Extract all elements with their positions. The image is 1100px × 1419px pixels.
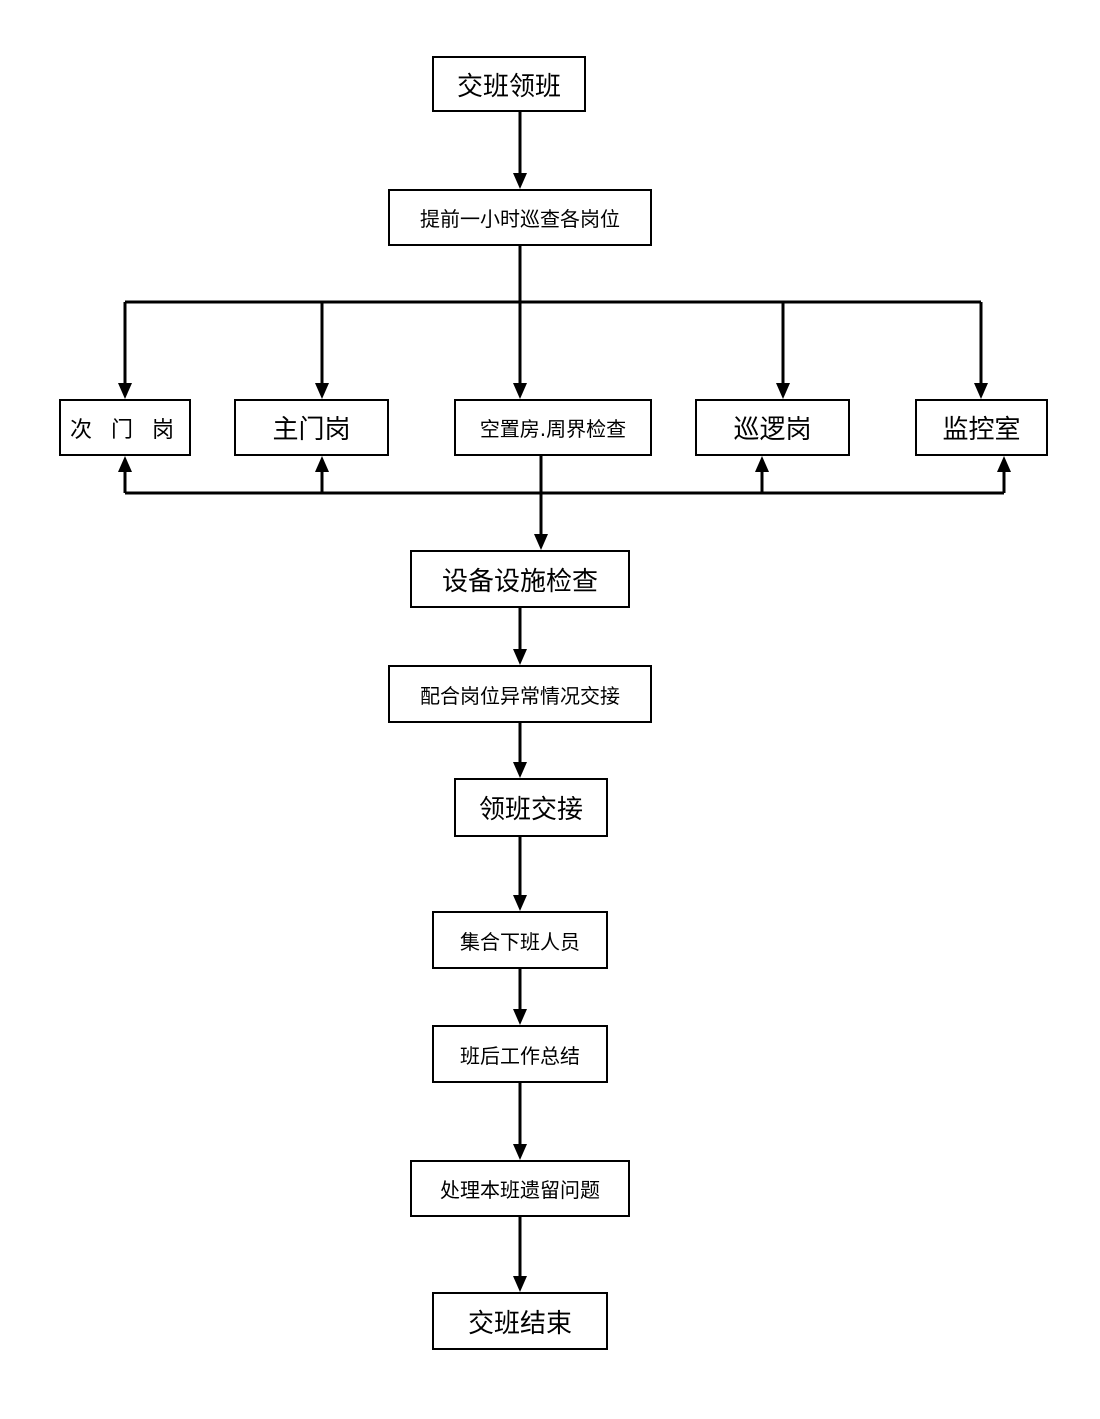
summary-node: 班后工作总结 xyxy=(432,1025,608,1083)
patrol-post-node: 巡逻岗 xyxy=(695,399,850,456)
arrowhead-down xyxy=(513,1144,527,1160)
equipment-check-label: 设备设施检查 xyxy=(441,566,598,597)
vacant-rooms-label: 空置房.周界检查 xyxy=(479,417,627,441)
main-gate-node: 主门岗 xyxy=(234,399,389,456)
arrowhead-down xyxy=(776,383,790,399)
equipment-check-node: 设备设施检查 xyxy=(410,550,630,608)
leftover-issues-node: 处理本班遗留问题 xyxy=(410,1160,630,1217)
secondary-gate-label: 次 门 岗 xyxy=(70,417,180,443)
summary-label: 班后工作总结 xyxy=(460,1043,580,1068)
arrowhead-down xyxy=(513,762,527,778)
arrowhead-down xyxy=(513,649,527,665)
post-handover-node: 配合岗位异常情况交接 xyxy=(388,665,652,723)
arrowhead-up xyxy=(997,456,1011,472)
start-node: 交班领班 xyxy=(432,56,586,112)
patrol-node-label: 提前一小时巡查各岗位 xyxy=(420,207,620,231)
arrowhead-down xyxy=(118,383,132,399)
arrowhead-down xyxy=(513,895,527,911)
monitor-room-label: 监控室 xyxy=(942,415,1021,445)
leader-handover-label: 领班交接 xyxy=(478,795,583,825)
assemble-node: 集合下班人员 xyxy=(432,911,608,969)
arrowhead-up xyxy=(315,456,329,472)
arrowhead-down xyxy=(513,173,527,189)
leader-handover-node: 领班交接 xyxy=(454,778,608,837)
post-handover-label: 配合岗位异常情况交接 xyxy=(420,683,620,708)
monitor-room-node: 监控室 xyxy=(915,399,1048,456)
patrol-node: 提前一小时巡查各岗位 xyxy=(388,189,652,246)
assemble-label: 集合下班人员 xyxy=(460,929,580,954)
arrowhead-down xyxy=(513,383,527,399)
arrowhead-down xyxy=(315,383,329,399)
patrol-post-label: 巡逻岗 xyxy=(733,415,812,445)
end-node-label: 交班结束 xyxy=(467,1308,572,1339)
arrowhead-up xyxy=(118,456,132,472)
arrowhead-down xyxy=(974,383,988,399)
arrowhead-down xyxy=(513,1276,527,1292)
arrowhead-up xyxy=(755,456,769,472)
end-node: 交班结束 xyxy=(432,1292,608,1350)
main-gate-label: 主门岗 xyxy=(272,415,351,445)
secondary-gate-node: 次 门 岗 xyxy=(59,399,191,456)
vacant-rooms-node: 空置房.周界检查 xyxy=(454,399,652,456)
arrowhead-down xyxy=(534,534,548,550)
leftover-issues-label: 处理本班遗留问题 xyxy=(440,1178,600,1202)
start-node-label: 交班领班 xyxy=(456,71,561,102)
arrowhead-down xyxy=(513,1009,527,1025)
